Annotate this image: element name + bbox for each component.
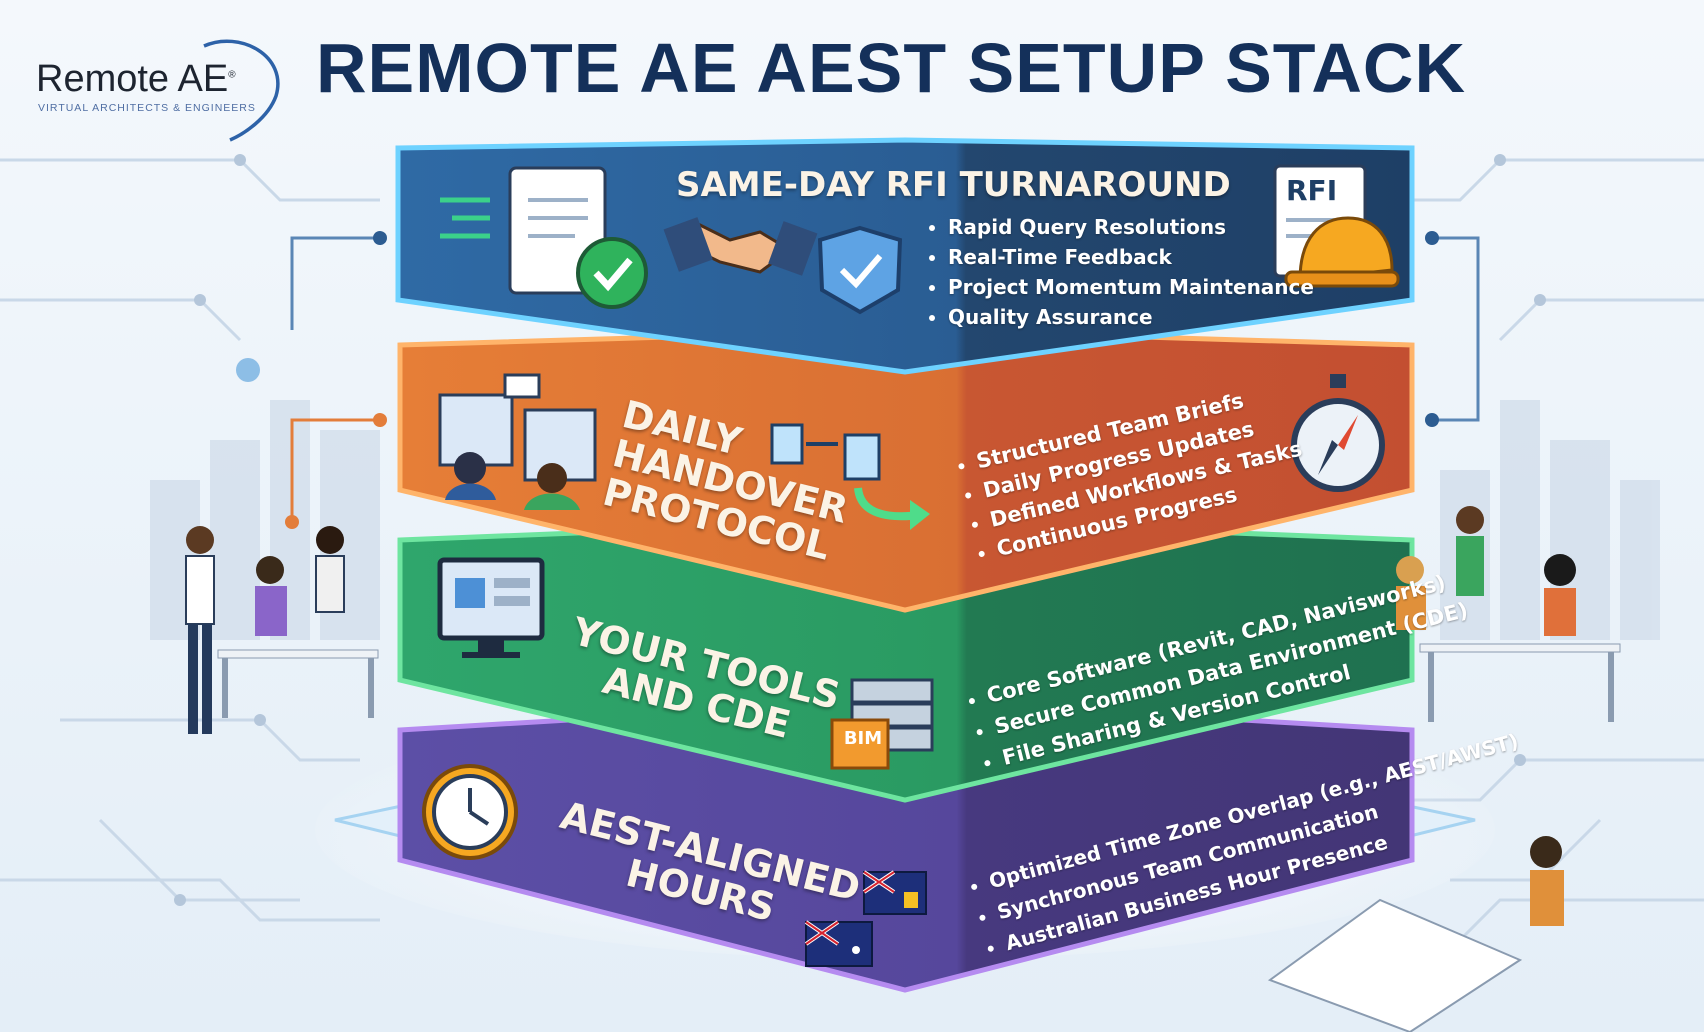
document-handover-icon xyxy=(770,423,930,530)
connector-node xyxy=(373,413,387,427)
shield-check-icon xyxy=(817,225,903,315)
team-screens-icon xyxy=(438,373,597,510)
list-item: Rapid Query Resolutions xyxy=(948,212,1314,242)
compass-icon xyxy=(1291,374,1385,492)
glow-dot xyxy=(236,358,260,382)
layer-rfi-turnaround xyxy=(395,137,1415,375)
list-item: Real-Time Feedback xyxy=(948,242,1314,272)
monitor-icon xyxy=(437,557,545,658)
clock-icon xyxy=(422,764,518,860)
location-pin-icon xyxy=(203,39,280,142)
list-item: Project Momentum Maintenance xyxy=(948,272,1314,302)
connector-orange xyxy=(290,418,380,522)
page-title: REMOTE AE AEST SETUP STACK xyxy=(316,29,1466,107)
western-australia-flag-icon xyxy=(862,870,927,915)
team-right-illustration xyxy=(1267,506,1621,1032)
connector-node xyxy=(373,231,387,245)
document-check-icon xyxy=(440,166,648,309)
layer-1-bullets: Rapid Query Resolutions Real-Time Feedba… xyxy=(926,212,1314,332)
list-item: Quality Assurance xyxy=(948,302,1314,332)
svg-text:RFI: RFI xyxy=(1286,174,1337,207)
team-left-illustration xyxy=(185,526,379,734)
australia-flag-icon xyxy=(804,920,873,967)
logo: Remote AE® VIRTUAL ARCHITECTS & ENGINEER… xyxy=(30,36,290,146)
connector-node xyxy=(285,515,299,529)
connector-node xyxy=(1425,231,1439,245)
bim-badge: BIM xyxy=(843,728,883,749)
layer-1-label: SAME-DAY RFI TURNAROUND xyxy=(676,165,1231,205)
handshake-icon xyxy=(663,217,818,276)
hard-hat-icon xyxy=(1284,216,1400,288)
server-icon xyxy=(830,678,934,770)
logo-tagline: VIRTUAL ARCHITECTS & ENGINEERS xyxy=(38,102,256,114)
connector-lines xyxy=(290,236,1480,422)
connector-node xyxy=(1425,413,1439,427)
logo-wordmark: Remote AE® xyxy=(36,58,236,100)
